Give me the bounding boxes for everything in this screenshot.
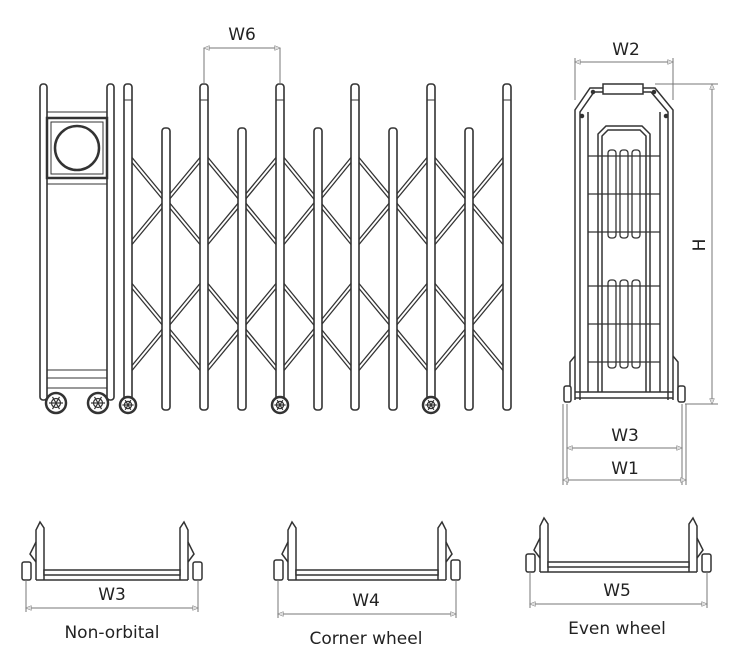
tall-post <box>275 83 285 411</box>
short-post <box>388 127 398 411</box>
variant-dimension-label: W4 <box>352 591 380 611</box>
side-view <box>563 83 686 403</box>
variant-dimension <box>24 580 200 612</box>
wheel-variant <box>273 520 461 581</box>
variant-dimension <box>276 580 458 618</box>
label-w1: W1 <box>611 459 639 479</box>
short-post <box>313 127 323 411</box>
wheel-icon <box>118 395 138 415</box>
short-post <box>237 127 247 411</box>
wheel-variant <box>21 520 203 581</box>
tall-post <box>199 83 209 411</box>
variant-crossbar <box>295 569 439 576</box>
tall-post <box>502 83 512 411</box>
variant-frame-right <box>688 516 698 572</box>
tall-post <box>123 83 133 411</box>
tall-post <box>350 83 360 411</box>
side-dimensions <box>561 58 718 485</box>
variant-wheel-left <box>273 559 284 581</box>
wheel-icon <box>44 391 68 415</box>
variant-wheel-left <box>21 561 32 581</box>
variant-frame-left <box>287 520 297 580</box>
wheel-icon <box>421 395 441 415</box>
front-view <box>39 83 512 415</box>
side-wheel-left <box>563 385 572 403</box>
dimension-w6 <box>202 45 282 84</box>
variant-crossbar <box>43 569 181 576</box>
variant-crossbar <box>547 561 690 568</box>
variant-frame-left <box>539 516 549 572</box>
variant-dimension-label: W5 <box>603 581 631 601</box>
wheel-icon <box>86 391 110 415</box>
short-post <box>464 127 474 411</box>
variant-wheel-right <box>192 561 203 581</box>
label-w6: W6 <box>228 25 256 45</box>
tall-post <box>426 83 436 411</box>
variant-frame-left <box>35 520 45 580</box>
variant-dimension-label: W3 <box>98 585 126 605</box>
variant-frame-right <box>437 520 447 580</box>
variant-wheel-left <box>525 553 536 573</box>
variant-dimension <box>528 572 709 608</box>
wheel-icon <box>270 395 290 415</box>
label-h: H <box>690 239 710 252</box>
variant-frame-right <box>179 520 189 580</box>
label-w2: W2 <box>612 40 640 60</box>
label-w3: W3 <box>611 426 639 446</box>
motor-icon <box>53 124 101 172</box>
variant-wheel-right <box>450 559 461 581</box>
variant-caption: Even wheel <box>568 619 666 639</box>
wheel-variant <box>525 516 712 573</box>
short-post <box>161 127 171 411</box>
variant-caption: Corner wheel <box>310 629 423 649</box>
variant-wheel-right <box>701 553 712 573</box>
control-cabinet <box>39 83 115 401</box>
side-wheel-right <box>677 385 686 403</box>
variant-caption: Non-orbital <box>64 623 159 643</box>
